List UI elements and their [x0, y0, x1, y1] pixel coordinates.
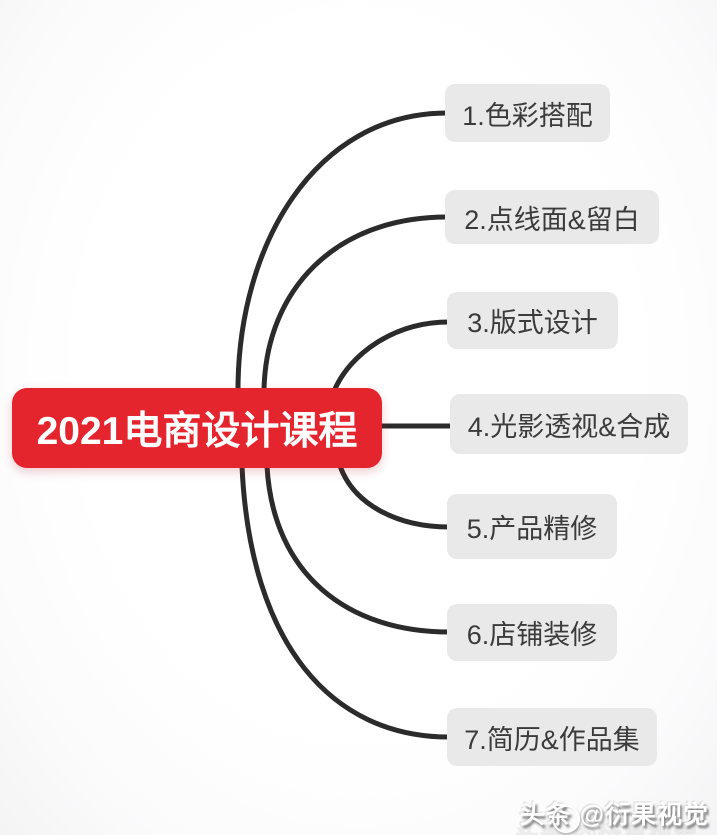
branch-node-4[interactable]: 4.光影透视&合成 — [450, 394, 688, 454]
watermark: 头条 @衍果视觉 — [519, 801, 709, 829]
branch-node-6[interactable]: 6.店铺装修 — [447, 604, 617, 661]
branch-node-2[interactable]: 2.点线面&留白 — [445, 190, 659, 244]
connector-line-5 — [337, 463, 452, 530]
connector-line-2 — [261, 214, 450, 393]
branch-node-7[interactable]: 7.简历&作品集 — [447, 708, 657, 766]
connector-line-7 — [239, 463, 452, 740]
branch-node-3[interactable]: 3.版式设计 — [447, 292, 618, 349]
connector-line-3 — [332, 319, 452, 392]
connector-line-6 — [264, 463, 452, 635]
connector-line-1 — [235, 110, 450, 393]
central-node[interactable]: 2021电商设计课程 — [12, 388, 382, 468]
watermark-stamp-icon — [552, 805, 580, 833]
branch-node-1[interactable]: 1.色彩搭配 — [445, 84, 610, 142]
branch-node-5[interactable]: 5.产品精修 — [447, 494, 617, 559]
